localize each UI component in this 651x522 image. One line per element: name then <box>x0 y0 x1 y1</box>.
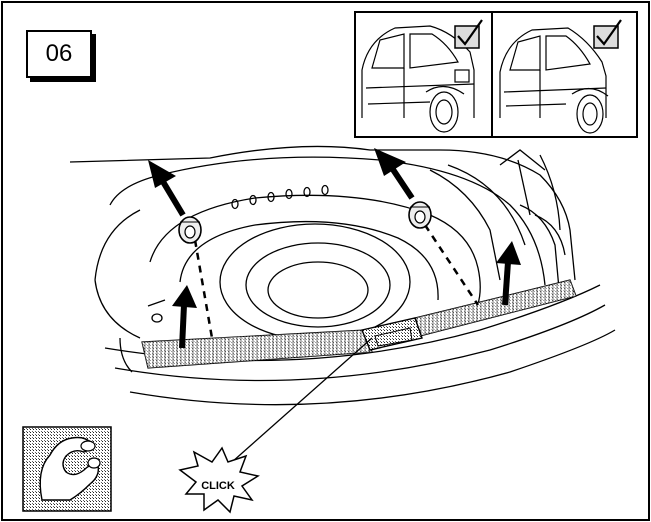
nut-left-icon <box>178 216 202 244</box>
arrow-lift-trim-left-icon <box>172 285 197 349</box>
nut-right-icon <box>408 201 432 229</box>
step-number-badge: 06 <box>26 30 92 78</box>
arrow-lift-trim-right-icon <box>496 241 521 306</box>
arrow-remove-left-nut-icon <box>148 160 186 217</box>
dashed-guide-lines <box>193 224 480 339</box>
sill-trim-panel <box>141 279 577 369</box>
step-number: 06 <box>45 40 73 67</box>
car-variant-sedan <box>361 25 475 133</box>
click-callout: CLICK <box>178 446 260 514</box>
checkbox-hatchback-icon <box>593 19 622 49</box>
click-label: CLICK <box>201 480 235 492</box>
trunk-illustration <box>69 145 616 406</box>
car-variant-hatchback <box>499 27 609 134</box>
checkbox-sedan-icon <box>454 19 483 49</box>
callout-line <box>231 337 373 463</box>
car-variant-panel <box>354 11 638 138</box>
arrow-remove-right-nut-icon <box>374 148 415 200</box>
hand-squeeze-icon <box>22 426 112 512</box>
